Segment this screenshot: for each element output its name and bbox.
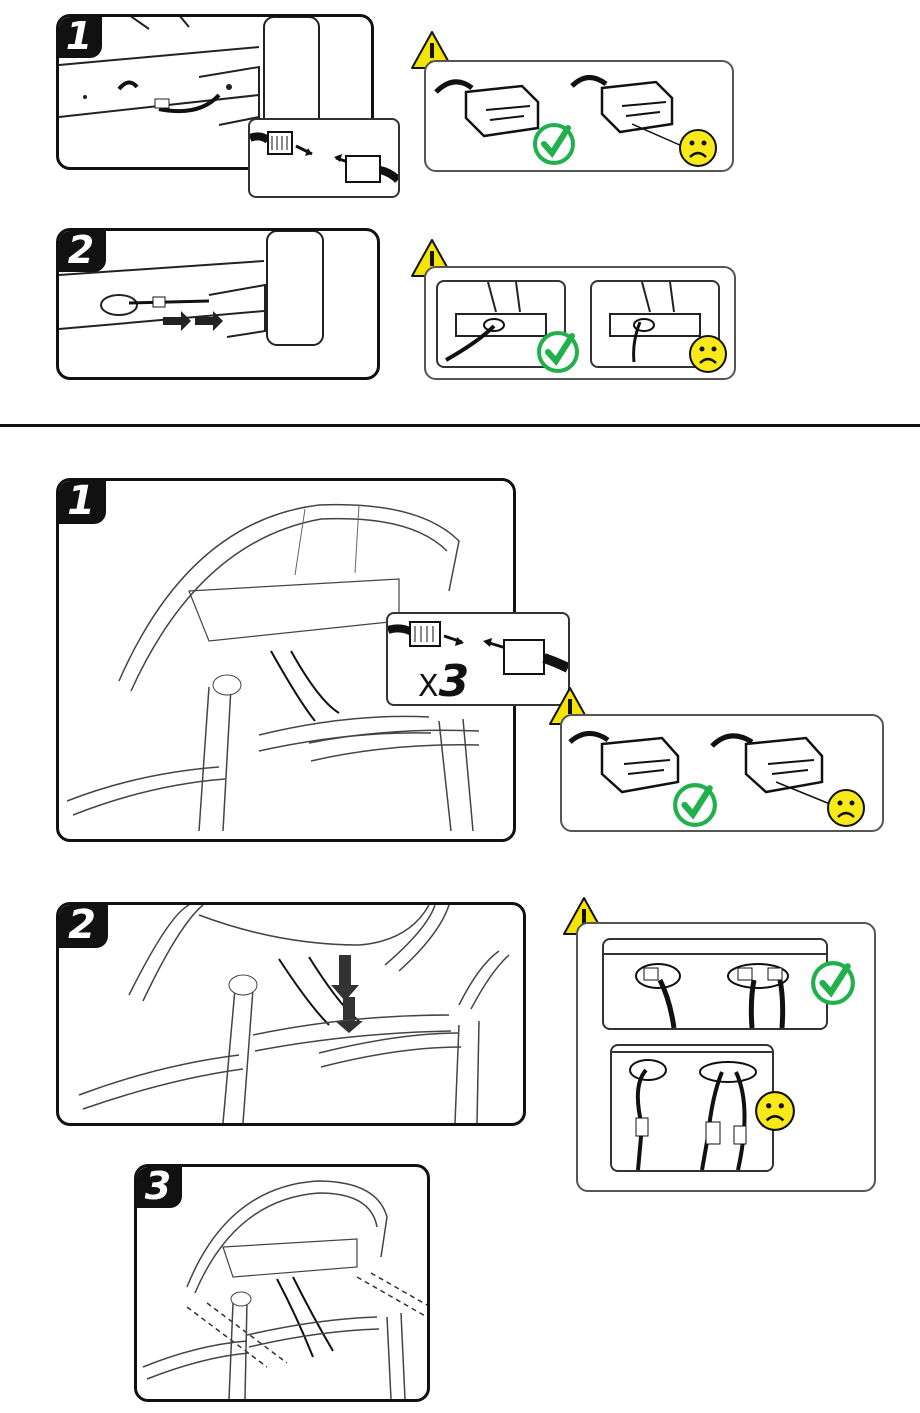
connector-x3-detail-box: X3 (386, 612, 570, 706)
top-step-1-panel: 1 (56, 14, 374, 170)
green-check-icon (810, 960, 856, 1006)
frame-cable-routing-illustration (59, 231, 324, 346)
quantity-multiplier: X3 (418, 656, 470, 706)
connector-detail-box (248, 118, 400, 198)
cable-routing-warning-box (424, 266, 736, 380)
connectors-plug-illustration (388, 621, 568, 675)
console-underside-illustration (66, 503, 480, 832)
connector-latch-warning-box (424, 60, 734, 172)
multiplier-prefix: X (418, 669, 439, 704)
cable-feed-illustration (78, 905, 510, 1123)
bottom-step-2-panel: 2 (56, 902, 526, 1126)
console-mounting-illustration (142, 1180, 427, 1399)
step-number: 3 (144, 1164, 172, 1208)
step-number: 1 (67, 478, 95, 524)
yellow-sad-face-icon (826, 788, 866, 828)
green-check-icon (536, 330, 580, 374)
step-number-badge: 2 (59, 902, 108, 948)
step-number-badge: 1 (59, 478, 106, 524)
green-check-icon (532, 122, 576, 166)
bottom-step-3-panel: 3 (134, 1164, 430, 1402)
step-number-badge: 2 (59, 228, 106, 272)
incorrect-grommet-view (610, 1044, 774, 1172)
section-divider (0, 424, 920, 427)
yellow-sad-face-icon (678, 128, 718, 168)
step-number-badge: 3 (137, 1164, 182, 1208)
multiplier-count: 3 (438, 656, 470, 706)
connector-latch-comparison (434, 75, 683, 147)
incorrect-routing-view (590, 280, 720, 368)
yellow-sad-face-icon (754, 1090, 796, 1132)
yellow-sad-face-icon (688, 334, 728, 374)
step-number: 1 (65, 14, 93, 58)
correct-grommet-view (602, 938, 828, 1030)
top-step-2-panel: 2 (56, 228, 380, 380)
step-number-badge: 1 (59, 14, 102, 58)
connector-latch-warning-box (560, 714, 884, 832)
step-number: 2 (67, 228, 95, 272)
green-check-icon (672, 782, 718, 828)
cable-grommet-warning-box (576, 922, 876, 1192)
step-number: 2 (68, 902, 96, 948)
connector-latch-comparison (568, 731, 831, 805)
connectors-plug-illustration (250, 131, 398, 183)
